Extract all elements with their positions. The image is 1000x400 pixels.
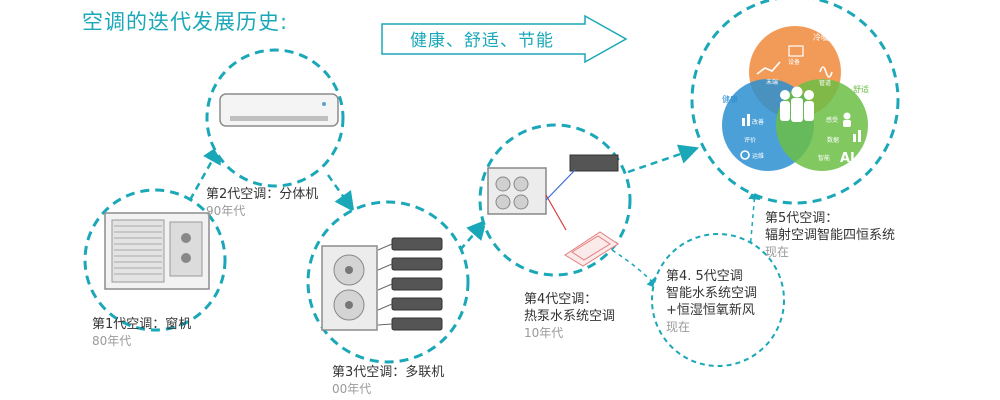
duct-unit-icon [569, 154, 619, 172]
venn-top-label: 冷暖 [813, 32, 829, 42]
chart-icon [742, 114, 750, 126]
gen5-label: 第5代空调： 辐射空调智能四恒系统 现在 [765, 210, 895, 261]
venn-item-0: 设备 [788, 58, 800, 66]
venn-item-6: 数据 [827, 136, 839, 144]
banner-arrow [381, 14, 628, 64]
vrf-outdoor-icon [321, 245, 378, 331]
venn-item-1: 末端 [766, 78, 778, 86]
gen45-name-2: 智能水系统空调 [666, 286, 758, 301]
vrf-indoor-units-icon [391, 237, 443, 331]
gen3-label: 第3代空调：多联机 00年代 [332, 364, 444, 398]
arrow-2-to-3 [326, 174, 355, 213]
person-icon [843, 112, 851, 127]
wave-icon [819, 66, 833, 78]
gen5-era: 现在 [765, 245, 790, 259]
gen4-name-2: 热泵水系统空调 [524, 309, 616, 324]
gen1-name: 第1代空调：窗机 [92, 317, 192, 332]
gen2-label: 第2代空调：分体机 90年代 [206, 186, 318, 220]
banner-text: 健康、舒适、节能 [410, 31, 554, 51]
bars-icon [853, 130, 861, 142]
venn-item-8: 智能 [818, 154, 830, 162]
gen1-label: 第1代空调：窗机 80年代 [92, 316, 191, 350]
venn-item-2: 管道 [819, 79, 831, 87]
gen45-name: 第4. 5代空调 [666, 269, 743, 284]
gen1-era: 80年代 [92, 334, 132, 348]
arrow-4-to-45 [611, 249, 659, 290]
arrow-3-to-4 [459, 219, 487, 251]
venn-right-label: 舒适 [853, 84, 869, 94]
device-icon [788, 45, 804, 57]
venn-item-3: 改善 [752, 118, 764, 126]
gen3-name: 第3代空调：多联机 [332, 365, 445, 380]
gen2-era: 90年代 [206, 204, 246, 218]
venn-item-5: 评价 [744, 136, 756, 144]
gen4-name: 第4代空调： [524, 292, 598, 307]
gen45-era: 现在 [666, 320, 691, 334]
people-icon [780, 86, 814, 122]
arrow-4-to-5 [627, 144, 700, 174]
gen45-label: 第4. 5代空调 智能水系统空调 +恒湿恒氧新风 现在 [666, 268, 757, 336]
venn-ai-label: AI [840, 151, 855, 166]
venn-item-4: 感受 [826, 116, 838, 124]
gen2-name: 第2代空调：分体机 [206, 187, 319, 202]
trend-icon [756, 61, 781, 75]
gen5-name: 第5代空调： [765, 211, 839, 226]
heat-pump-icon [487, 167, 547, 215]
arrow-1-to-2 [188, 143, 222, 201]
gen4-era: 10年代 [524, 326, 564, 340]
window-ac-icon [104, 212, 210, 290]
split-ac-icon [219, 93, 339, 127]
venn-item-7: 运维 [752, 152, 764, 160]
gen45-circle [651, 233, 785, 367]
venn-left-label: 健康 [722, 94, 738, 104]
gen4-label: 第4代空调： 热泵水系统空调 10年代 [524, 291, 615, 342]
gen5-name-2: 辐射空调智能四恒系统 [765, 228, 896, 243]
page-title: 空调的迭代发展历史: [82, 10, 289, 34]
gen45-name-3: +恒湿恒氧新风 [666, 303, 755, 318]
gear-icon [740, 150, 750, 160]
gen3-era: 00年代 [332, 382, 372, 396]
arrow-45-to-5 [748, 187, 761, 251]
